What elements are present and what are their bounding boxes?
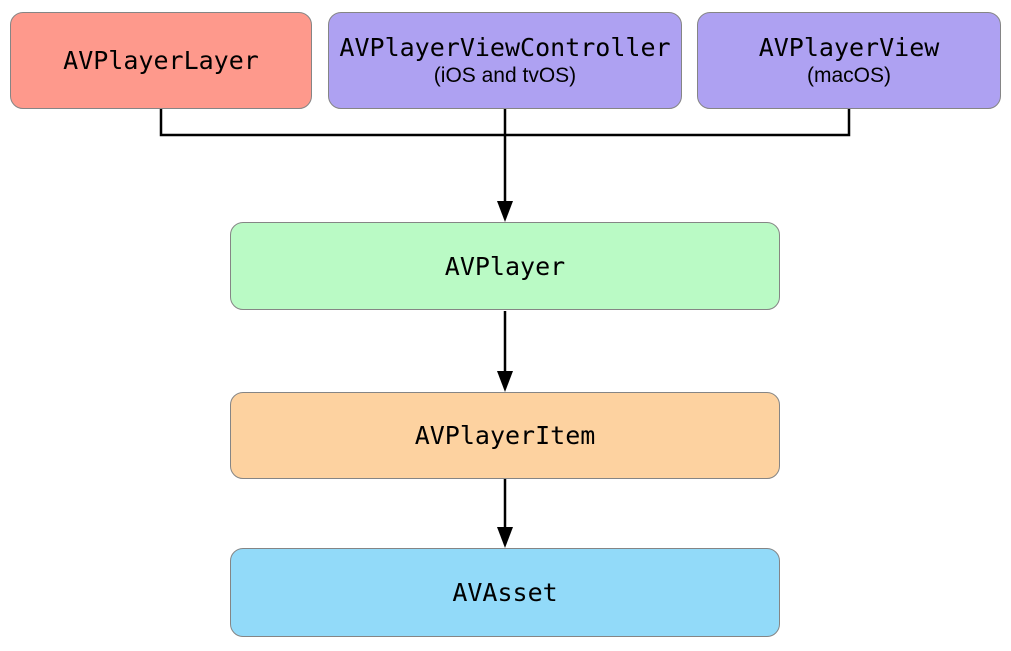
node-label: AVPlayerViewController <box>339 33 671 62</box>
node-label: AVPlayerItem <box>414 421 596 450</box>
node-label: AVPlayerView <box>758 33 940 62</box>
node-subtitle: (macOS) <box>807 64 891 87</box>
node-avplayerview: AVPlayerView (macOS) <box>697 12 1001 109</box>
node-subtitle: (iOS and tvOS) <box>433 64 577 87</box>
node-label: AVPlayer <box>444 251 566 281</box>
arrowhead-to-avplayer-icon <box>497 201 513 222</box>
node-label: AVPlayerLayer <box>63 46 259 75</box>
node-avplayeritem: AVPlayerItem <box>230 392 780 479</box>
node-avasset: AVAsset <box>230 548 780 637</box>
node-label: AVAsset <box>452 578 558 607</box>
node-avplayerviewcontroller: AVPlayerViewController (iOS and tvOS) <box>328 12 682 109</box>
arrowhead-to-avasset-icon <box>497 527 513 548</box>
arrowhead-to-avplayeritem-icon <box>497 371 513 392</box>
node-avplayer: AVPlayer <box>230 222 780 310</box>
edge-top-join <box>159 109 851 137</box>
node-avplayerlayer: AVPlayerLayer <box>10 12 312 109</box>
